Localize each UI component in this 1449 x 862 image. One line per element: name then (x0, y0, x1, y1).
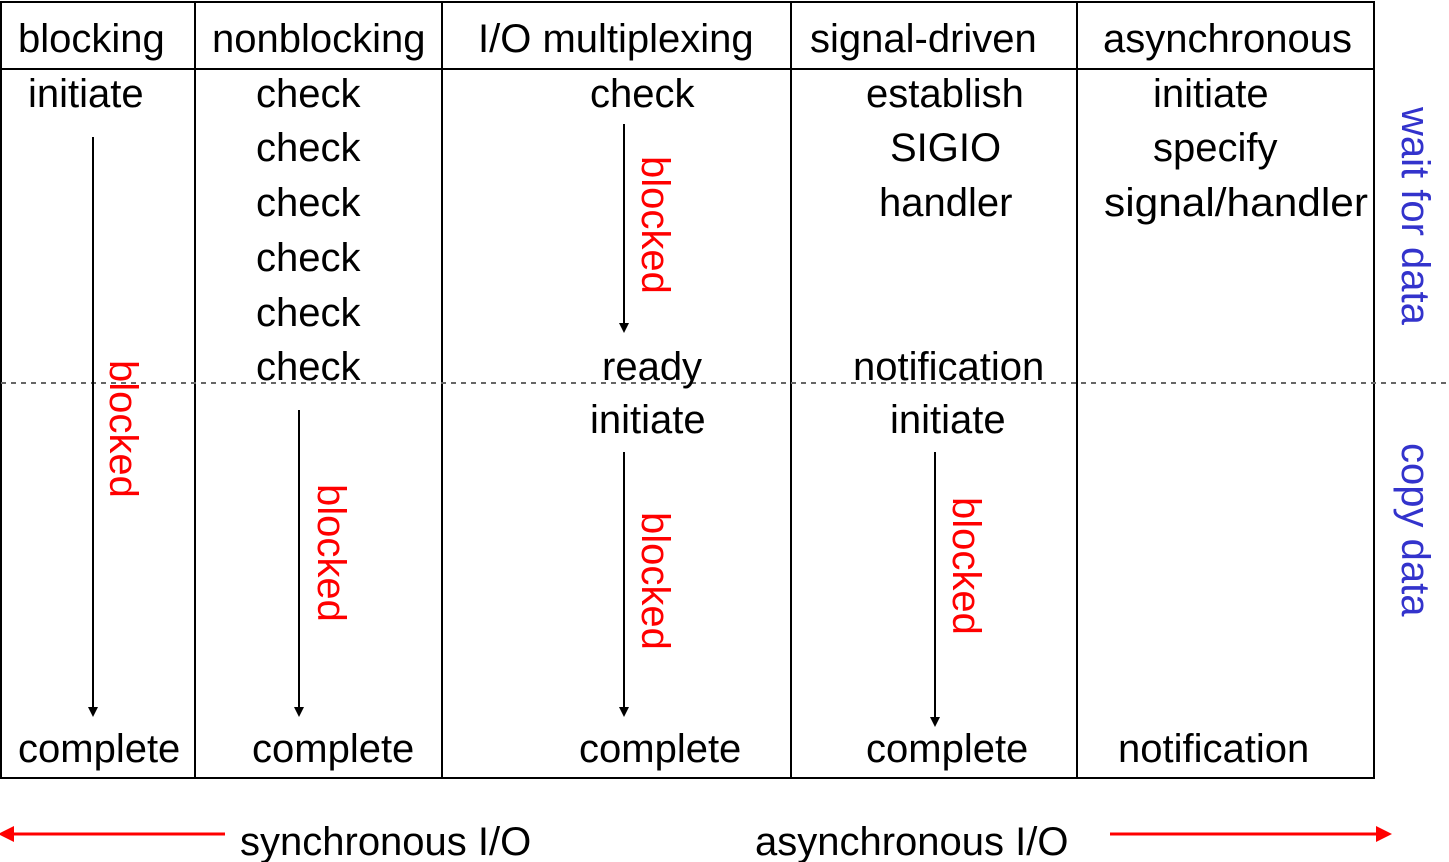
async-notification: notification (1118, 727, 1309, 771)
phase-wait-for-data: wait for data (1393, 106, 1437, 326)
nonblocking-check: check (256, 291, 361, 335)
multiplexing-blocked-wait: blocked (633, 156, 677, 294)
header-signal-driven: signal-driven (810, 17, 1037, 61)
header-asynchronous: asynchronous (1103, 17, 1352, 61)
footer: synchronous I/O asynchronous I/O (0, 820, 1392, 862)
nonblocking-blocked: blocked (309, 484, 353, 622)
multiplexing-blocked-copy: blocked (633, 512, 677, 650)
nonblocking-check: check (256, 236, 361, 280)
column-signal-driven: establish SIGIO handler notification ini… (853, 72, 1044, 771)
async-label: asynchronous I/O (755, 820, 1069, 862)
blocking-initiate: initiate (28, 72, 144, 116)
column-blocking: initiate blocked complete (18, 72, 180, 771)
header-io-multiplexing: I/O multiplexing (478, 17, 754, 61)
header-nonblocking: nonblocking (212, 17, 426, 61)
blocking-complete: complete (18, 727, 180, 771)
signal-sigio: SIGIO (890, 126, 1001, 170)
nonblocking-check: check (256, 345, 361, 389)
multiplexing-check: check (590, 72, 695, 116)
async-specify: specify (1153, 126, 1278, 170)
nonblocking-check: check (256, 126, 361, 170)
async-initiate: initiate (1153, 72, 1269, 116)
sync-label: synchronous I/O (240, 820, 531, 862)
column-nonblocking: check check check check check check bloc… (252, 72, 414, 771)
nonblocking-check: check (256, 72, 361, 116)
multiplexing-ready: ready (602, 345, 702, 389)
signal-complete: complete (866, 727, 1028, 771)
column-asynchronous: initiate specify signal/handler notifica… (1104, 72, 1368, 771)
nonblocking-check: check (256, 181, 361, 225)
signal-establish: establish (866, 72, 1024, 116)
signal-initiate: initiate (890, 398, 1006, 442)
phase-copy-data: copy data (1393, 443, 1437, 617)
multiplexing-complete: complete (579, 727, 741, 771)
header-blocking: blocking (18, 17, 165, 61)
signal-notification: notification (853, 345, 1044, 389)
signal-handler: handler (879, 181, 1012, 225)
column-io-multiplexing: check blocked ready initiate blocked com… (579, 72, 741, 771)
nonblocking-complete: complete (252, 727, 414, 771)
blocking-blocked: blocked (101, 360, 145, 498)
signal-blocked: blocked (944, 497, 988, 635)
multiplexing-initiate: initiate (590, 398, 706, 442)
async-signal-handler: signal/handler (1104, 181, 1368, 225)
table-grid (0, 1, 1375, 779)
